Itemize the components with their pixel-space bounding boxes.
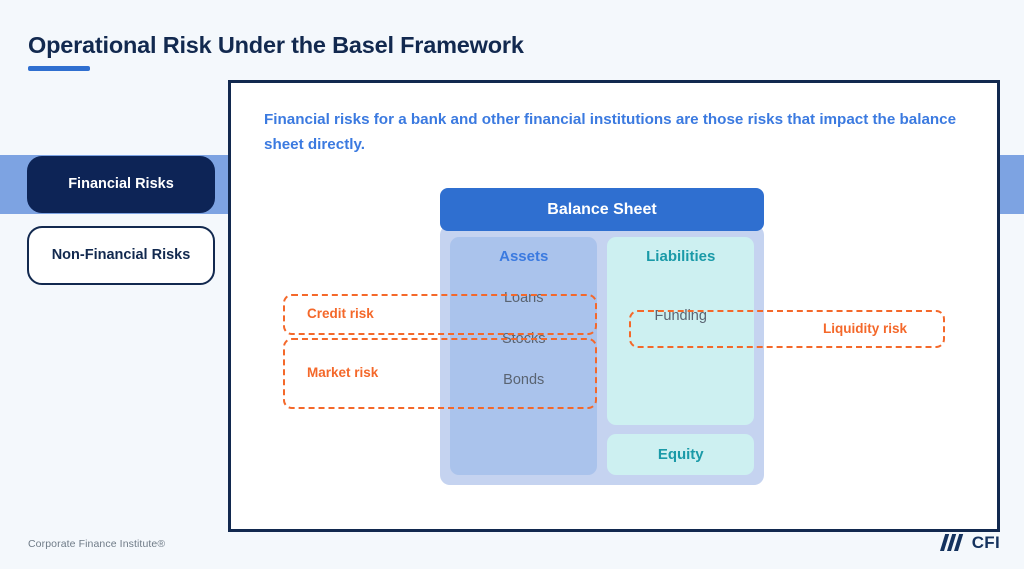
panel-lead-text: Financial risks for a bank and other fin…: [264, 111, 957, 153]
footer-attribution: Corporate Finance Institute®: [28, 538, 166, 550]
equity-heading: Equity: [657, 446, 704, 463]
callout-market-risk-label: Market risk: [307, 365, 379, 381]
assets-box: Assets Loans Stocks Bonds: [450, 237, 598, 475]
balance-sheet-diagram: Balance Sheet Assets Loans Stocks Bonds …: [440, 188, 764, 485]
cfi-wordmark: CFI: [971, 533, 1000, 552]
callout-credit-risk: Credit risk: [283, 294, 597, 335]
tab-non-financial-risks[interactable]: Non-Financial Risks: [27, 226, 215, 285]
title-block: Operational Risk Under the Basel Framewo…: [28, 32, 524, 71]
cfi-bars-icon: [939, 534, 963, 551]
liabilities-item-funding: Funding: [654, 308, 707, 324]
callout-liquidity-risk-label: Liquidity risk: [822, 320, 907, 336]
title-underline-accent: [28, 65, 90, 71]
cfi-logo: CFI: [939, 533, 1000, 552]
callout-liquidity-risk: Liquidity risk: [629, 310, 945, 348]
tab-financial-risks[interactable]: Financial Risks: [27, 156, 215, 213]
page-title: Operational Risk Under the Basel Framewo…: [28, 32, 524, 58]
callout-credit-risk-label: Credit risk: [307, 306, 374, 322]
assets-item-bonds: Bonds: [503, 372, 545, 388]
assets-column: Assets Loans Stocks Bonds: [450, 237, 598, 475]
balance-sheet-body: Assets Loans Stocks Bonds Liabilities Fu…: [440, 225, 764, 485]
balance-sheet-header: Balance Sheet: [440, 188, 764, 231]
assets-heading: Assets: [499, 248, 549, 265]
callout-market-risk: Market risk: [283, 338, 597, 409]
content-panel: Financial risks for a bank and other fin…: [228, 80, 1000, 532]
risk-category-tabs: Financial Risks Non-Financial Risks: [27, 156, 215, 285]
liabilities-equity-column: Liabilities Funding Equity: [607, 237, 754, 475]
equity-box: Equity: [607, 434, 754, 475]
liabilities-heading: Liabilities: [646, 248, 716, 265]
liabilities-box: Liabilities Funding: [607, 237, 754, 425]
